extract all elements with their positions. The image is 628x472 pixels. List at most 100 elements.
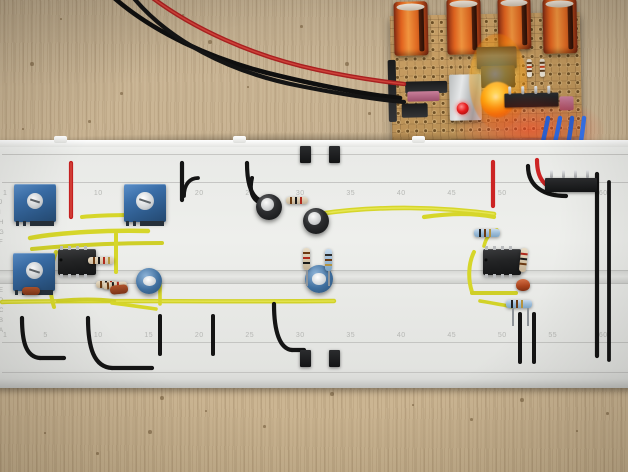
resistor-8-band-c bbox=[303, 262, 310, 264]
trimpot-2-adjust-screw[interactable] bbox=[136, 192, 154, 210]
desk-speck bbox=[44, 432, 46, 434]
electrolytic-capacitor-1 bbox=[256, 194, 282, 220]
bottom-rail-line-minus bbox=[2, 372, 628, 373]
column-number-bottom-30: 30 bbox=[295, 332, 305, 339]
trimmer-potentiometer-2[interactable] bbox=[124, 184, 166, 226]
resistor-3-band-c bbox=[103, 257, 105, 264]
desk-speck bbox=[412, 404, 414, 406]
ceramic-capacitor bbox=[516, 279, 530, 291]
pin-header-strip-right bbox=[545, 178, 597, 192]
resistor-4-band-a bbox=[106, 282, 110, 290]
row-letter-g-left: G bbox=[0, 230, 4, 237]
breadboard-mount-tab-3 bbox=[412, 136, 425, 143]
resistor-11-band-a bbox=[520, 252, 528, 256]
electrolytic-capacitor-2 bbox=[303, 208, 329, 234]
column-number-60: 60 bbox=[598, 190, 608, 197]
desk-speck bbox=[576, 430, 578, 432]
column-number-25: 25 bbox=[245, 190, 255, 197]
resistor-12-band-c bbox=[521, 300, 523, 308]
desk-speck bbox=[205, 410, 207, 412]
resistor-7-band-a bbox=[290, 197, 292, 204]
resistor-1-band-a bbox=[100, 281, 102, 288]
trimpot-2-legs bbox=[126, 221, 164, 226]
resistor-10 bbox=[474, 229, 500, 237]
resistor-3-band-a bbox=[93, 257, 95, 264]
right-strip-pin-2 bbox=[562, 170, 565, 178]
leg-stub-2 bbox=[328, 271, 330, 286]
ic-left-pins-bottom bbox=[60, 274, 94, 278]
desk-speck bbox=[470, 418, 473, 421]
column-number-bottom-55: 55 bbox=[548, 332, 558, 339]
desk-speck bbox=[208, 40, 212, 44]
desk-speck bbox=[330, 392, 334, 396]
column-number-bottom-60: 60 bbox=[598, 332, 608, 339]
column-number-bottom-10: 10 bbox=[93, 332, 103, 339]
top-rail-line-plus bbox=[2, 154, 628, 155]
pin-header-top-left bbox=[300, 146, 311, 163]
column-number-bottom-50: 50 bbox=[497, 332, 507, 339]
resistor-7-band-b bbox=[295, 197, 297, 204]
trimmer-potentiometer-3[interactable] bbox=[13, 253, 55, 295]
desk-speck bbox=[606, 412, 609, 415]
row-letter-c-left: C bbox=[0, 308, 4, 315]
column-number-35: 35 bbox=[346, 190, 356, 197]
trimpot-1-adjust-screw[interactable] bbox=[27, 193, 43, 209]
resistor-12-band-b bbox=[516, 300, 518, 308]
resistor-3-band-d bbox=[108, 257, 110, 264]
column-number-40: 40 bbox=[396, 190, 406, 197]
column-number-bottom-15: 15 bbox=[144, 332, 154, 339]
leg-stub-3 bbox=[512, 308, 514, 326]
resistor-8-band-b bbox=[303, 257, 310, 259]
pin-header-top-right bbox=[329, 146, 340, 163]
resistor-8-band-a bbox=[303, 252, 310, 254]
desk-speck bbox=[182, 14, 184, 16]
column-number-bottom-1: 1 bbox=[3, 332, 8, 339]
mains-wire-black-1 bbox=[113, 0, 403, 101]
desk-speck bbox=[96, 452, 99, 455]
column-number-bottom-5: 5 bbox=[43, 332, 48, 339]
column-number-bottom-25: 25 bbox=[245, 332, 255, 339]
row-letter-b-left: B bbox=[0, 318, 4, 325]
row-letter-f-left: F bbox=[0, 240, 3, 247]
row-letter-h-left: H bbox=[0, 220, 4, 227]
desk-speck bbox=[60, 18, 62, 20]
ic-left-pins-top bbox=[60, 246, 94, 250]
column-number-bottom-45: 45 bbox=[447, 332, 457, 339]
resistor-10-band-a bbox=[479, 229, 481, 237]
mains-wire-black-2 bbox=[132, 0, 407, 105]
ic-right-pins-top bbox=[485, 246, 519, 250]
trimpot-3-adjust-screw[interactable] bbox=[26, 262, 43, 279]
trimpot-1-legs bbox=[16, 221, 54, 226]
ic-right-pin1-notch bbox=[484, 258, 488, 263]
column-number-50: 50 bbox=[497, 190, 507, 197]
breadboard-bottom-edge bbox=[0, 379, 628, 388]
row-letter-i-left: I bbox=[0, 210, 1, 216]
column-number-bottom-35: 35 bbox=[346, 332, 356, 339]
resistor-12 bbox=[506, 300, 532, 308]
top-rail-line-minus bbox=[2, 182, 628, 183]
resistor-8-vertical bbox=[303, 248, 310, 270]
row-letter-a-left: A bbox=[0, 328, 4, 335]
trimpot-4-knob[interactable] bbox=[142, 275, 156, 287]
trimmer-potentiometer-4[interactable] bbox=[136, 268, 162, 294]
resistor-7 bbox=[286, 197, 308, 204]
mains-wire-red-highlight bbox=[154, 0, 405, 85]
cap1-top bbox=[260, 197, 275, 212]
desk-speck bbox=[120, 92, 123, 95]
breadboard-mount-tab-2 bbox=[233, 136, 246, 143]
resistor-10-band-b bbox=[484, 229, 486, 237]
pin-header-bottom-right bbox=[329, 350, 340, 367]
resistor-3 bbox=[88, 257, 114, 264]
desk-speck bbox=[247, 86, 249, 88]
resistor-9-band-b bbox=[325, 259, 332, 261]
resistor-7-band-c bbox=[300, 197, 302, 204]
column-number-45: 45 bbox=[447, 190, 457, 197]
resistor-3-band-b bbox=[98, 257, 100, 264]
leg-stub-1 bbox=[306, 270, 308, 286]
resistor-9-band-a bbox=[325, 254, 332, 256]
trimmer-potentiometer-1[interactable] bbox=[14, 184, 56, 226]
column-number-10: 10 bbox=[93, 190, 103, 197]
breadboard-top-edge bbox=[0, 140, 628, 147]
trimpot-5-knob[interactable] bbox=[312, 273, 326, 285]
row-letter-d-left: D bbox=[0, 298, 4, 305]
